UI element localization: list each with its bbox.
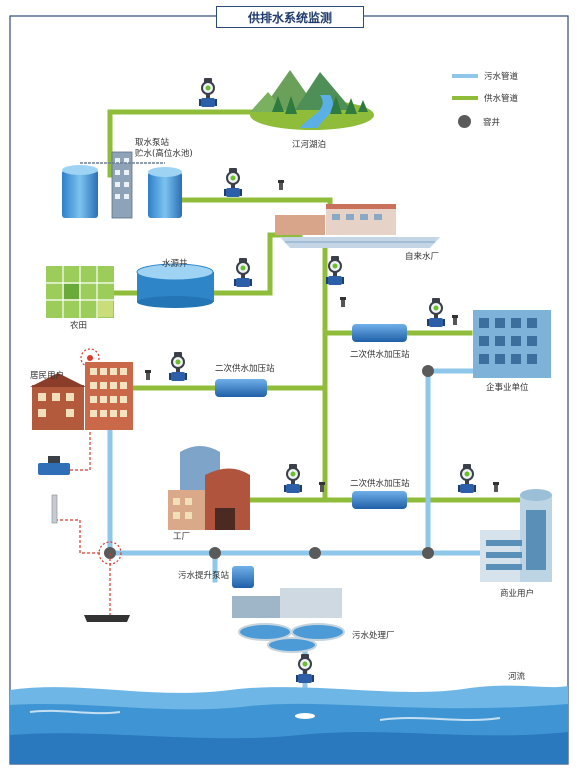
label-booster-1: 二次供水加压站 — [215, 364, 275, 374]
legend-supply-label: 供水管道 — [484, 94, 519, 104]
sewage-plant — [232, 588, 345, 653]
legend-supply: 供水管道 — [452, 92, 518, 104]
legend-sewage: 污水管道 — [452, 70, 518, 82]
booster-pumps — [215, 324, 407, 588]
pump-station — [62, 151, 182, 219]
label-sewage-pump: 污水提升泵站 — [178, 571, 230, 581]
legend-sewage-swatch — [452, 74, 478, 78]
label-commercial: 商业用户 — [500, 589, 535, 599]
label-farmland: 农田 — [70, 321, 88, 331]
legend-supply-swatch — [452, 96, 478, 100]
residence-buildings — [30, 362, 133, 430]
legend-manhole-label: 窨井 — [483, 117, 501, 128]
commercial-building — [480, 489, 552, 582]
alert-circle-residence — [80, 348, 100, 368]
label-residents: 居民用户 — [30, 371, 65, 381]
label-booster-3: 二次供水加压站 — [350, 479, 410, 489]
label-water-well: 水源井 — [162, 259, 188, 269]
farmland — [46, 266, 114, 318]
page-title: 供排水系统监测 — [216, 6, 364, 28]
label-enterprise: 企事业单位 — [486, 383, 529, 393]
factory-building — [168, 446, 250, 530]
manholes — [104, 365, 434, 559]
legend-sewage-label: 污水管道 — [484, 72, 519, 82]
lake-scene — [250, 70, 374, 130]
manhole-icon — [458, 115, 471, 128]
water-plant — [275, 204, 440, 248]
water-well — [136, 263, 214, 308]
alert-lines — [55, 367, 111, 617]
legend-manhole: 窨井 — [458, 115, 500, 128]
residence-devices — [38, 456, 130, 622]
label-factory: 工厂 — [173, 532, 191, 542]
enterprise-building — [473, 310, 551, 378]
label-lake: 江河湖泊 — [292, 140, 327, 150]
label-reservoir: 贮水(高位水池) — [135, 149, 193, 159]
label-booster-2: 二次供水加压站 — [350, 350, 410, 360]
label-sewage-plant: 污水处理厂 — [352, 631, 395, 641]
river — [10, 685, 568, 764]
label-water-plant: 自来水厂 — [405, 252, 440, 262]
label-pump-station: 取水泵站 — [135, 138, 170, 148]
label-river: 河流 — [508, 672, 526, 682]
